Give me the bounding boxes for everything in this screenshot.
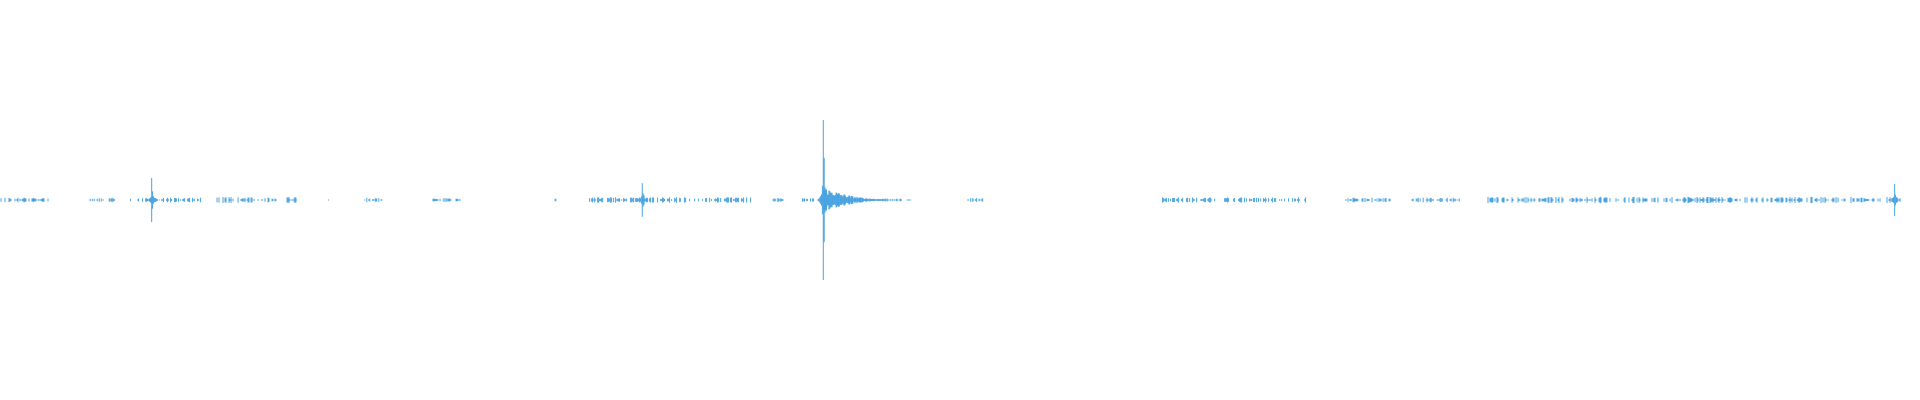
- waveform-samples: [0, 120, 1901, 280]
